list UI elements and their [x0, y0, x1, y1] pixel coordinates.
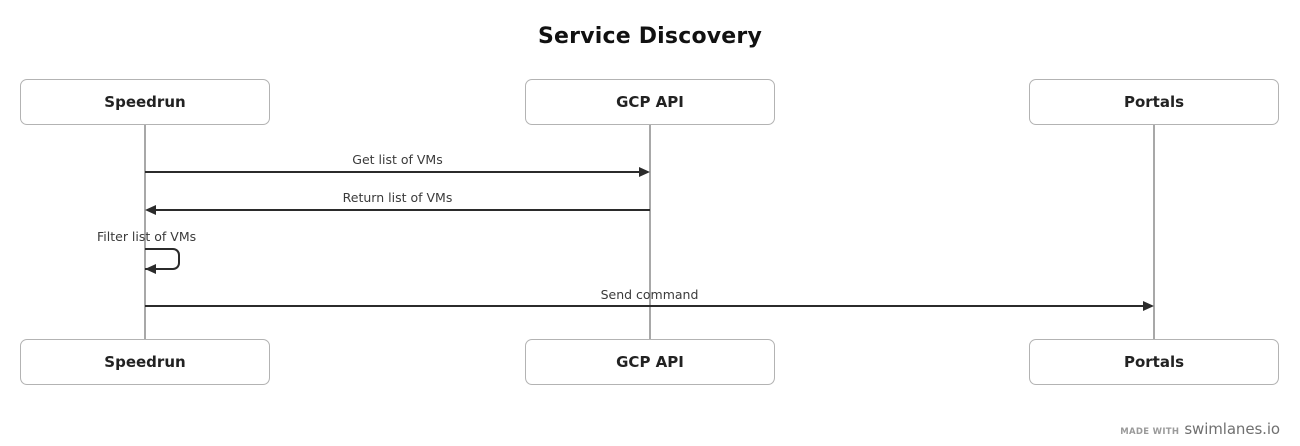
participant-box-gcp-api-top[interactable]: GCP API	[525, 79, 775, 125]
self-message-loop-filter-list-of-vms	[145, 248, 180, 270]
message-label-return-list-of-vms: Return list of VMs	[342, 190, 453, 205]
participant-label-speedrun-bottom: Speedrun	[104, 353, 186, 371]
page-title: Service Discovery	[537, 24, 763, 49]
lifeline-portals	[1153, 125, 1155, 339]
message-label-filter-list-of-vms: Filter list of VMs	[97, 229, 197, 244]
message-label-send-command: Send command	[600, 287, 699, 302]
footer-brand-link[interactable]: swimlanes.io	[1184, 420, 1280, 438]
arrowhead-right-icon-send-command	[1143, 300, 1154, 311]
footer-made-with-label: MADE WITH	[1120, 427, 1180, 437]
participant-label-portals-bottom: Portals	[1123, 353, 1185, 371]
arrowhead-left-icon-return-list-of-vms	[145, 204, 156, 215]
participant-label-portals-top: Portals	[1123, 93, 1185, 111]
message-arrow-send-command	[145, 305, 1143, 307]
arrowhead-right-icon-get-list-of-vms	[639, 166, 650, 177]
participant-box-portals-bottom[interactable]: Portals	[1029, 339, 1279, 385]
message-label-get-list-of-vms: Get list of VMs	[352, 152, 443, 167]
arrowhead-left-icon-filter-list-of-vms	[145, 264, 156, 274]
participant-box-speedrun-top[interactable]: Speedrun	[20, 79, 270, 125]
lifeline-speedrun	[144, 125, 146, 339]
lifeline-gcp-api	[649, 125, 651, 339]
message-arrow-return-list-of-vms	[156, 209, 650, 211]
footer-watermark[interactable]: MADE WITH swimlanes.io	[1120, 420, 1280, 438]
participant-label-gcp-api-bottom: GCP API	[616, 353, 684, 371]
participant-box-portals-top[interactable]: Portals	[1029, 79, 1279, 125]
participant-label-gcp-api-top: GCP API	[616, 93, 684, 111]
participant-label-speedrun-top: Speedrun	[104, 93, 186, 111]
participant-box-gcp-api-bottom[interactable]: GCP API	[525, 339, 775, 385]
message-arrow-get-list-of-vms	[145, 171, 639, 173]
participant-box-speedrun-bottom[interactable]: Speedrun	[20, 339, 270, 385]
